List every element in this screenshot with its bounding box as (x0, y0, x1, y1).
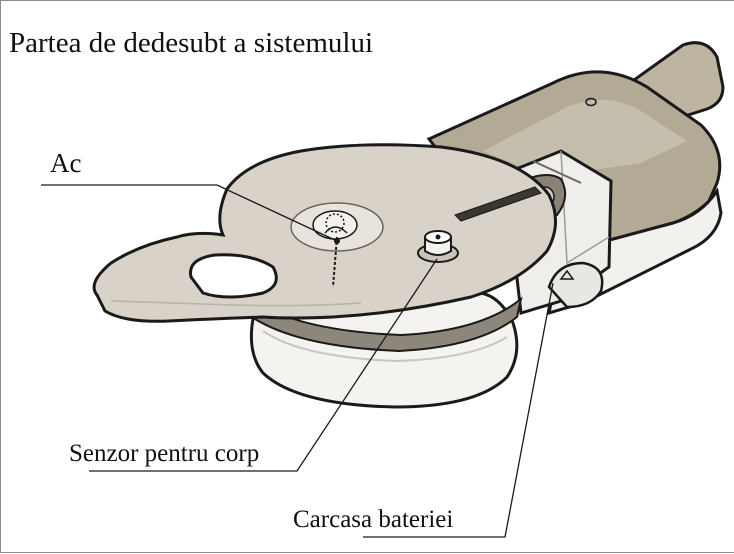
body-sensor-label: Senzor pentru corp (69, 441, 259, 466)
battery-housing-label: Carcasa bateriei (293, 507, 453, 532)
needle-label: Ac (50, 150, 81, 177)
diagram-title: Partea de dedesubt a sistemului (9, 29, 373, 58)
